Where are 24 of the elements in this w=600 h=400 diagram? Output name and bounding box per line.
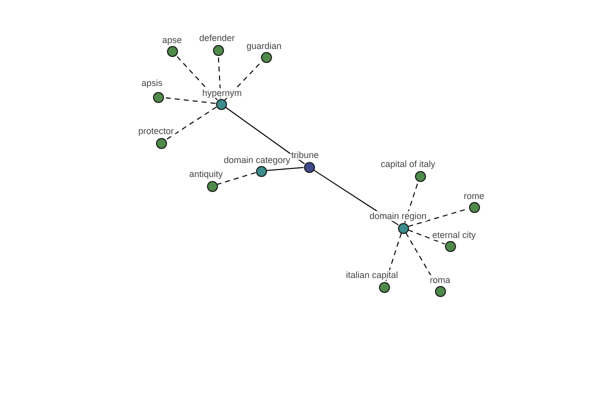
node-label: defender bbox=[198, 33, 236, 43]
connector-line bbox=[266, 166, 304, 172]
node-label: apse bbox=[161, 35, 183, 45]
node-label: rome bbox=[462, 191, 486, 201]
node-label: apsis bbox=[140, 78, 164, 88]
connector-line bbox=[404, 180, 419, 224]
node-label: domain category bbox=[222, 155, 292, 165]
node-label: roma bbox=[428, 275, 452, 285]
connector-line bbox=[175, 54, 218, 100]
node-label: protector bbox=[137, 126, 175, 136]
connector-line bbox=[216, 172, 256, 185]
node-label: hypernym bbox=[201, 88, 243, 98]
node-label: eternal city bbox=[431, 230, 477, 240]
connector-line bbox=[385, 232, 402, 282]
node-label: antiquity bbox=[188, 169, 224, 179]
node-label: capital of italy bbox=[380, 159, 436, 169]
node-label: italian capital bbox=[344, 270, 400, 280]
node-label: guardian bbox=[245, 41, 283, 51]
connector-line bbox=[218, 55, 222, 99]
node-label: domain region bbox=[368, 211, 428, 221]
connector-line bbox=[165, 106, 217, 140]
connector-line bbox=[408, 229, 446, 245]
connector-line bbox=[224, 106, 306, 164]
node-label: tribune bbox=[290, 150, 320, 160]
